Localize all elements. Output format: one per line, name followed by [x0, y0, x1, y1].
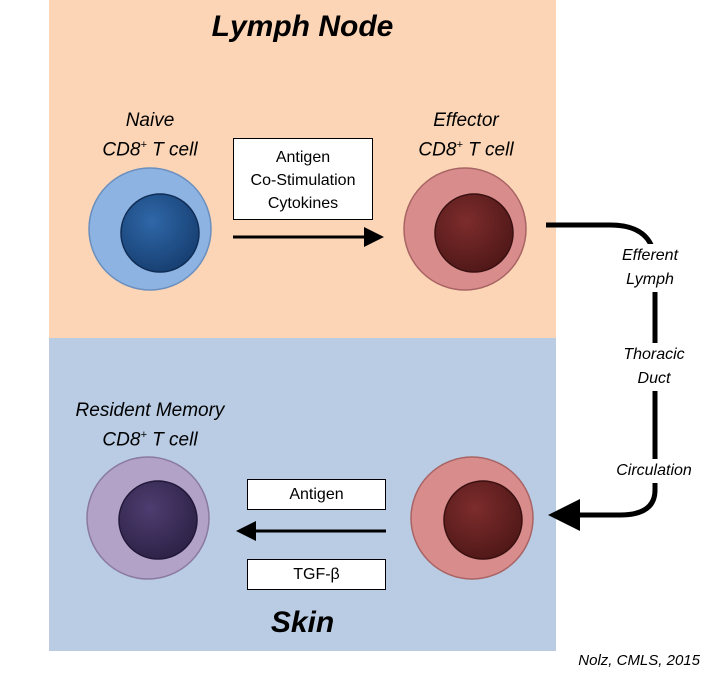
effector-cell-label: Effector CD8+ T cell: [396, 108, 536, 162]
activation-arrow: [233, 227, 384, 247]
efferent-line1: Efferent: [621, 247, 679, 264]
signal-antigen: Antigen: [275, 149, 331, 166]
effector-cd8-t-cell: [403, 167, 527, 291]
signal-cytokines: Cytokines: [267, 195, 339, 212]
efferent-lymph-label: Efferent Lymph: [612, 244, 688, 292]
memory-label-line1: Resident Memory: [75, 400, 225, 421]
memory-label-line2: CD8+ T cell: [102, 429, 198, 451]
signal-costimulation: Co-Stimulation: [250, 172, 356, 189]
naive-label-line1: Naive: [125, 110, 175, 131]
tgf-beta-box: TGF-β: [247, 559, 386, 590]
resident-memory-cd8-t-cell: [86, 456, 210, 580]
circulation-label: Circulation: [606, 459, 702, 483]
differentiation-arrow: [236, 521, 386, 541]
effector-label-line1: Effector: [433, 110, 499, 131]
naive-cd8-t-cell: [88, 167, 212, 291]
naive-cell-label: Naive CD8+ T cell: [80, 108, 220, 162]
lymph-node-title: Lymph Node: [211, 10, 394, 43]
skin-title: Skin: [270, 606, 335, 639]
thoracic-duct-label: Thoracic Duct: [612, 343, 696, 391]
memory-cell-label: Resident Memory CD8+ T cell: [55, 398, 245, 452]
signals-box: Antigen Co-Stimulation Cytokines: [233, 138, 373, 220]
thoracic-line1: Thoracic: [623, 346, 685, 363]
naive-label-line2: CD8+ T cell: [102, 139, 198, 161]
antigen-box: Antigen: [247, 479, 386, 510]
efferent-line2: Lymph: [626, 271, 674, 288]
thoracic-line2: Duct: [637, 370, 671, 387]
migrating-effector-cell: [410, 456, 534, 580]
citation: Nolz, CMLS, 2015: [578, 652, 700, 669]
effector-label-line2: CD8+ T cell: [418, 139, 514, 161]
